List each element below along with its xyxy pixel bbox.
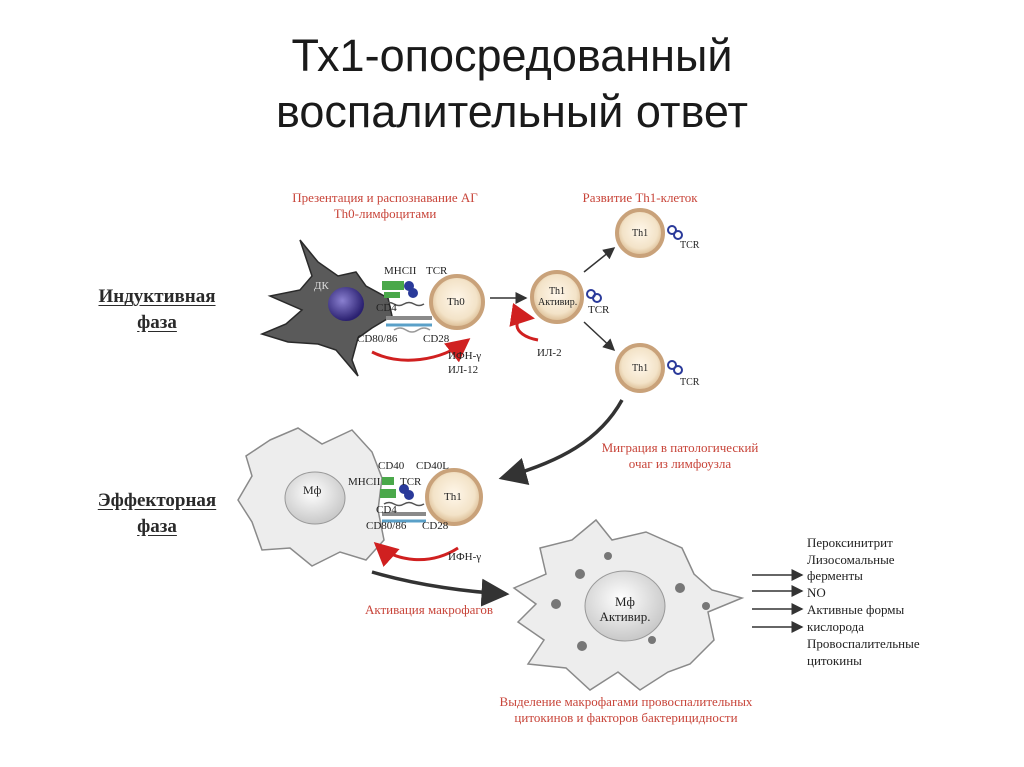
tcr-label-inductive: TCR [426, 265, 448, 277]
presentation-caption: Презентация и распознавание АГ Th0-лимфо… [246, 190, 524, 222]
product-item: Провоспалительные [807, 636, 920, 651]
presentation-caption-line-2: Th0-лимфоцитами [333, 206, 437, 221]
product-arrows [752, 569, 804, 633]
tcr-label-activated: TCR [588, 304, 610, 316]
ifn-gamma-label-inductive: ИФН-γ [448, 350, 482, 362]
cd4-label-inductive: CD4 [376, 302, 397, 314]
th0-label: Th0 [447, 296, 465, 308]
activated-macrophage-cell [512, 518, 745, 691]
cd28-label-inductive: CD28 [423, 333, 450, 345]
effector-phase-line-2: фаза [137, 516, 177, 537]
product-item: Пероксинитрит [807, 535, 893, 550]
macrophage-label: Мф [303, 483, 322, 497]
tcr-label-effector: TCR [400, 476, 422, 488]
product-item: ферменты [807, 568, 863, 583]
product-item: кислорода [807, 619, 865, 634]
inductive-phase-label: Индуктивная фаза [72, 284, 242, 336]
cytokine-red-arrow [371, 338, 471, 363]
product-item: NO [807, 585, 826, 600]
mhc2-label-effector: МНСII [348, 476, 381, 488]
arrow-to-th1-upper [583, 247, 616, 273]
macrophage-cell [237, 427, 385, 567]
effector-synapse-receptors [380, 477, 426, 523]
activated-macrophage-label-line-1: Мф [615, 594, 635, 609]
th0-cell [429, 274, 485, 330]
product-item: Активные формы [807, 602, 905, 617]
cd80-86-label-inductive: CD80/86 [357, 333, 398, 345]
th1-activated-label-line-1: Th1 [548, 286, 566, 297]
inductive-phase-line-2: фаза [137, 312, 177, 333]
effector-phase-label: Эффекторная фаза [72, 488, 242, 540]
activated-macrophage-label-line-2: Активир. [599, 609, 651, 624]
dc-synapse-receptors [382, 281, 432, 333]
macrophage-activation-caption: Активация макрофагов [364, 602, 494, 617]
il2-autocrine-arrow [509, 303, 539, 342]
migration-caption-line-1: Миграция в патологический [601, 440, 759, 455]
ifn-effector-arrow [373, 541, 459, 567]
cd28-label-effector: CD28 [422, 520, 449, 532]
activated-macrophage-label: Мф Активир. [598, 594, 652, 624]
secretion-caption-line-2: цитокинов и факторов бактерицидности [514, 710, 738, 725]
th1-effector-cell [425, 468, 483, 526]
title-line-1: Тх1-опосредованный [291, 30, 733, 81]
th1-lower-label: Th1 [632, 363, 649, 374]
cd80-86-label-effector: CD80/86 [366, 520, 407, 532]
ifn-gamma-label-effector: ИФН-γ [448, 551, 482, 563]
cd40-label: CD40 [378, 460, 405, 472]
dendritic-cell [259, 239, 393, 377]
tcr-label-upper: TCR [680, 240, 700, 251]
slide-title: Тх1-опосредованный воспалительный ответ [0, 28, 1024, 140]
secretion-caption: Выделение макрофагами провоспалительных … [456, 694, 796, 726]
cd40l-label: CD40L [416, 460, 449, 472]
product-item: цитокины [807, 653, 862, 668]
mhc2-label-inductive: МНСII [384, 265, 417, 277]
migration-caption-line-2: очаг из лимфоузла [628, 456, 732, 471]
arrow-to-th1-lower [583, 321, 616, 352]
secretion-caption-line-1: Выделение макрофагами провоспалительных [499, 694, 753, 709]
migration-caption: Миграция в патологический очаг из лимфоу… [570, 440, 790, 472]
activation-arrow [371, 570, 510, 607]
th1-cell-upper [615, 208, 683, 258]
th1-activated-label-line-2: Активир. [538, 297, 578, 308]
presentation-caption-line-1: Презентация и распознавание АГ [292, 190, 478, 205]
th1-activated-cell [530, 270, 602, 324]
th1-development-caption: Развитие Th1-клеток [582, 190, 698, 205]
th1-activated-label: Th1 Активир. [538, 286, 578, 308]
product-item: Лизосомальные [807, 552, 895, 567]
il12-label: ИЛ-12 [448, 364, 479, 376]
tcr-label-lower: TCR [680, 377, 700, 388]
title-line-2: воспалительный ответ [275, 86, 749, 137]
th1-upper-label: Th1 [632, 228, 649, 239]
effector-phase-line-1: Эффекторная [97, 490, 217, 511]
cd4-label-effector: CD4 [376, 504, 397, 516]
th1-cell-lower [615, 343, 683, 393]
il2-label: ИЛ-2 [537, 347, 562, 359]
th1-effector-label: Th1 [444, 491, 462, 503]
inductive-phase-line-1: Индуктивная [98, 286, 216, 307]
dc-label: ДК [314, 280, 329, 292]
migration-arrow [498, 399, 624, 485]
